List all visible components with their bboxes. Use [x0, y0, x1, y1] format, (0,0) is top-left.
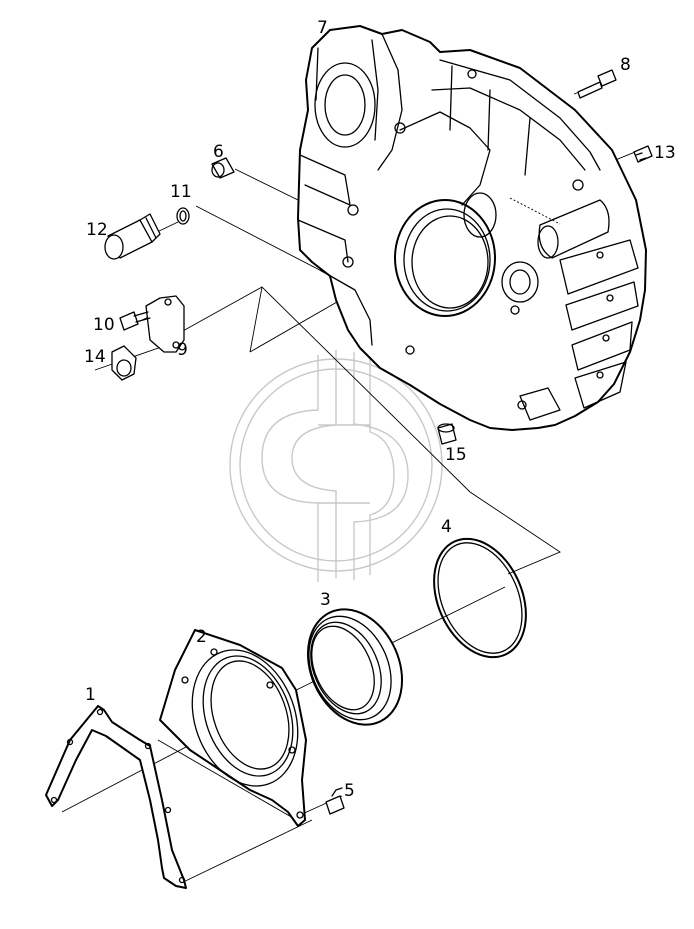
part-13-plug [633, 145, 653, 163]
callout-8: 8 [620, 55, 631, 75]
callout-3: 3 [320, 590, 331, 610]
callout-12: 12 [86, 220, 108, 240]
callout-11: 11 [170, 182, 192, 202]
callout-15: 15 [445, 445, 467, 465]
callout-4: 4 [441, 517, 452, 537]
callout-13: 13 [654, 143, 676, 163]
part-9-cover-plate [145, 295, 185, 353]
callout-labels: 1 2 3 4 5 6 7 8 9 10 11 12 13 14 15 [84, 18, 676, 801]
callout-6: 6 [213, 142, 224, 162]
part-8-bolt [577, 69, 617, 99]
part-6-cap [211, 157, 235, 179]
part-3-oil-seal [306, 608, 404, 726]
part-12-sensor-plug [104, 213, 161, 260]
part-15-plug [437, 423, 457, 445]
callout-1: 1 [85, 685, 96, 705]
part-10-bolt [119, 311, 151, 331]
callout-10: 10 [93, 315, 115, 335]
logo-watermark-icon [229, 350, 443, 582]
part-11-o-ring [176, 207, 190, 225]
callout-14: 14 [84, 347, 106, 367]
callout-2: 2 [196, 627, 207, 647]
callout-9: 9 [177, 340, 188, 360]
part-5-bolt [325, 787, 345, 815]
part-14-clamp [111, 345, 137, 381]
part-1-gasket [45, 705, 187, 889]
part-4-large-o-ring [433, 537, 527, 659]
callout-5: 5 [344, 781, 355, 801]
part-2-seal-housing [159, 629, 307, 827]
callout-7: 7 [317, 18, 328, 38]
part-7-flywheel-housing [297, 25, 647, 431]
